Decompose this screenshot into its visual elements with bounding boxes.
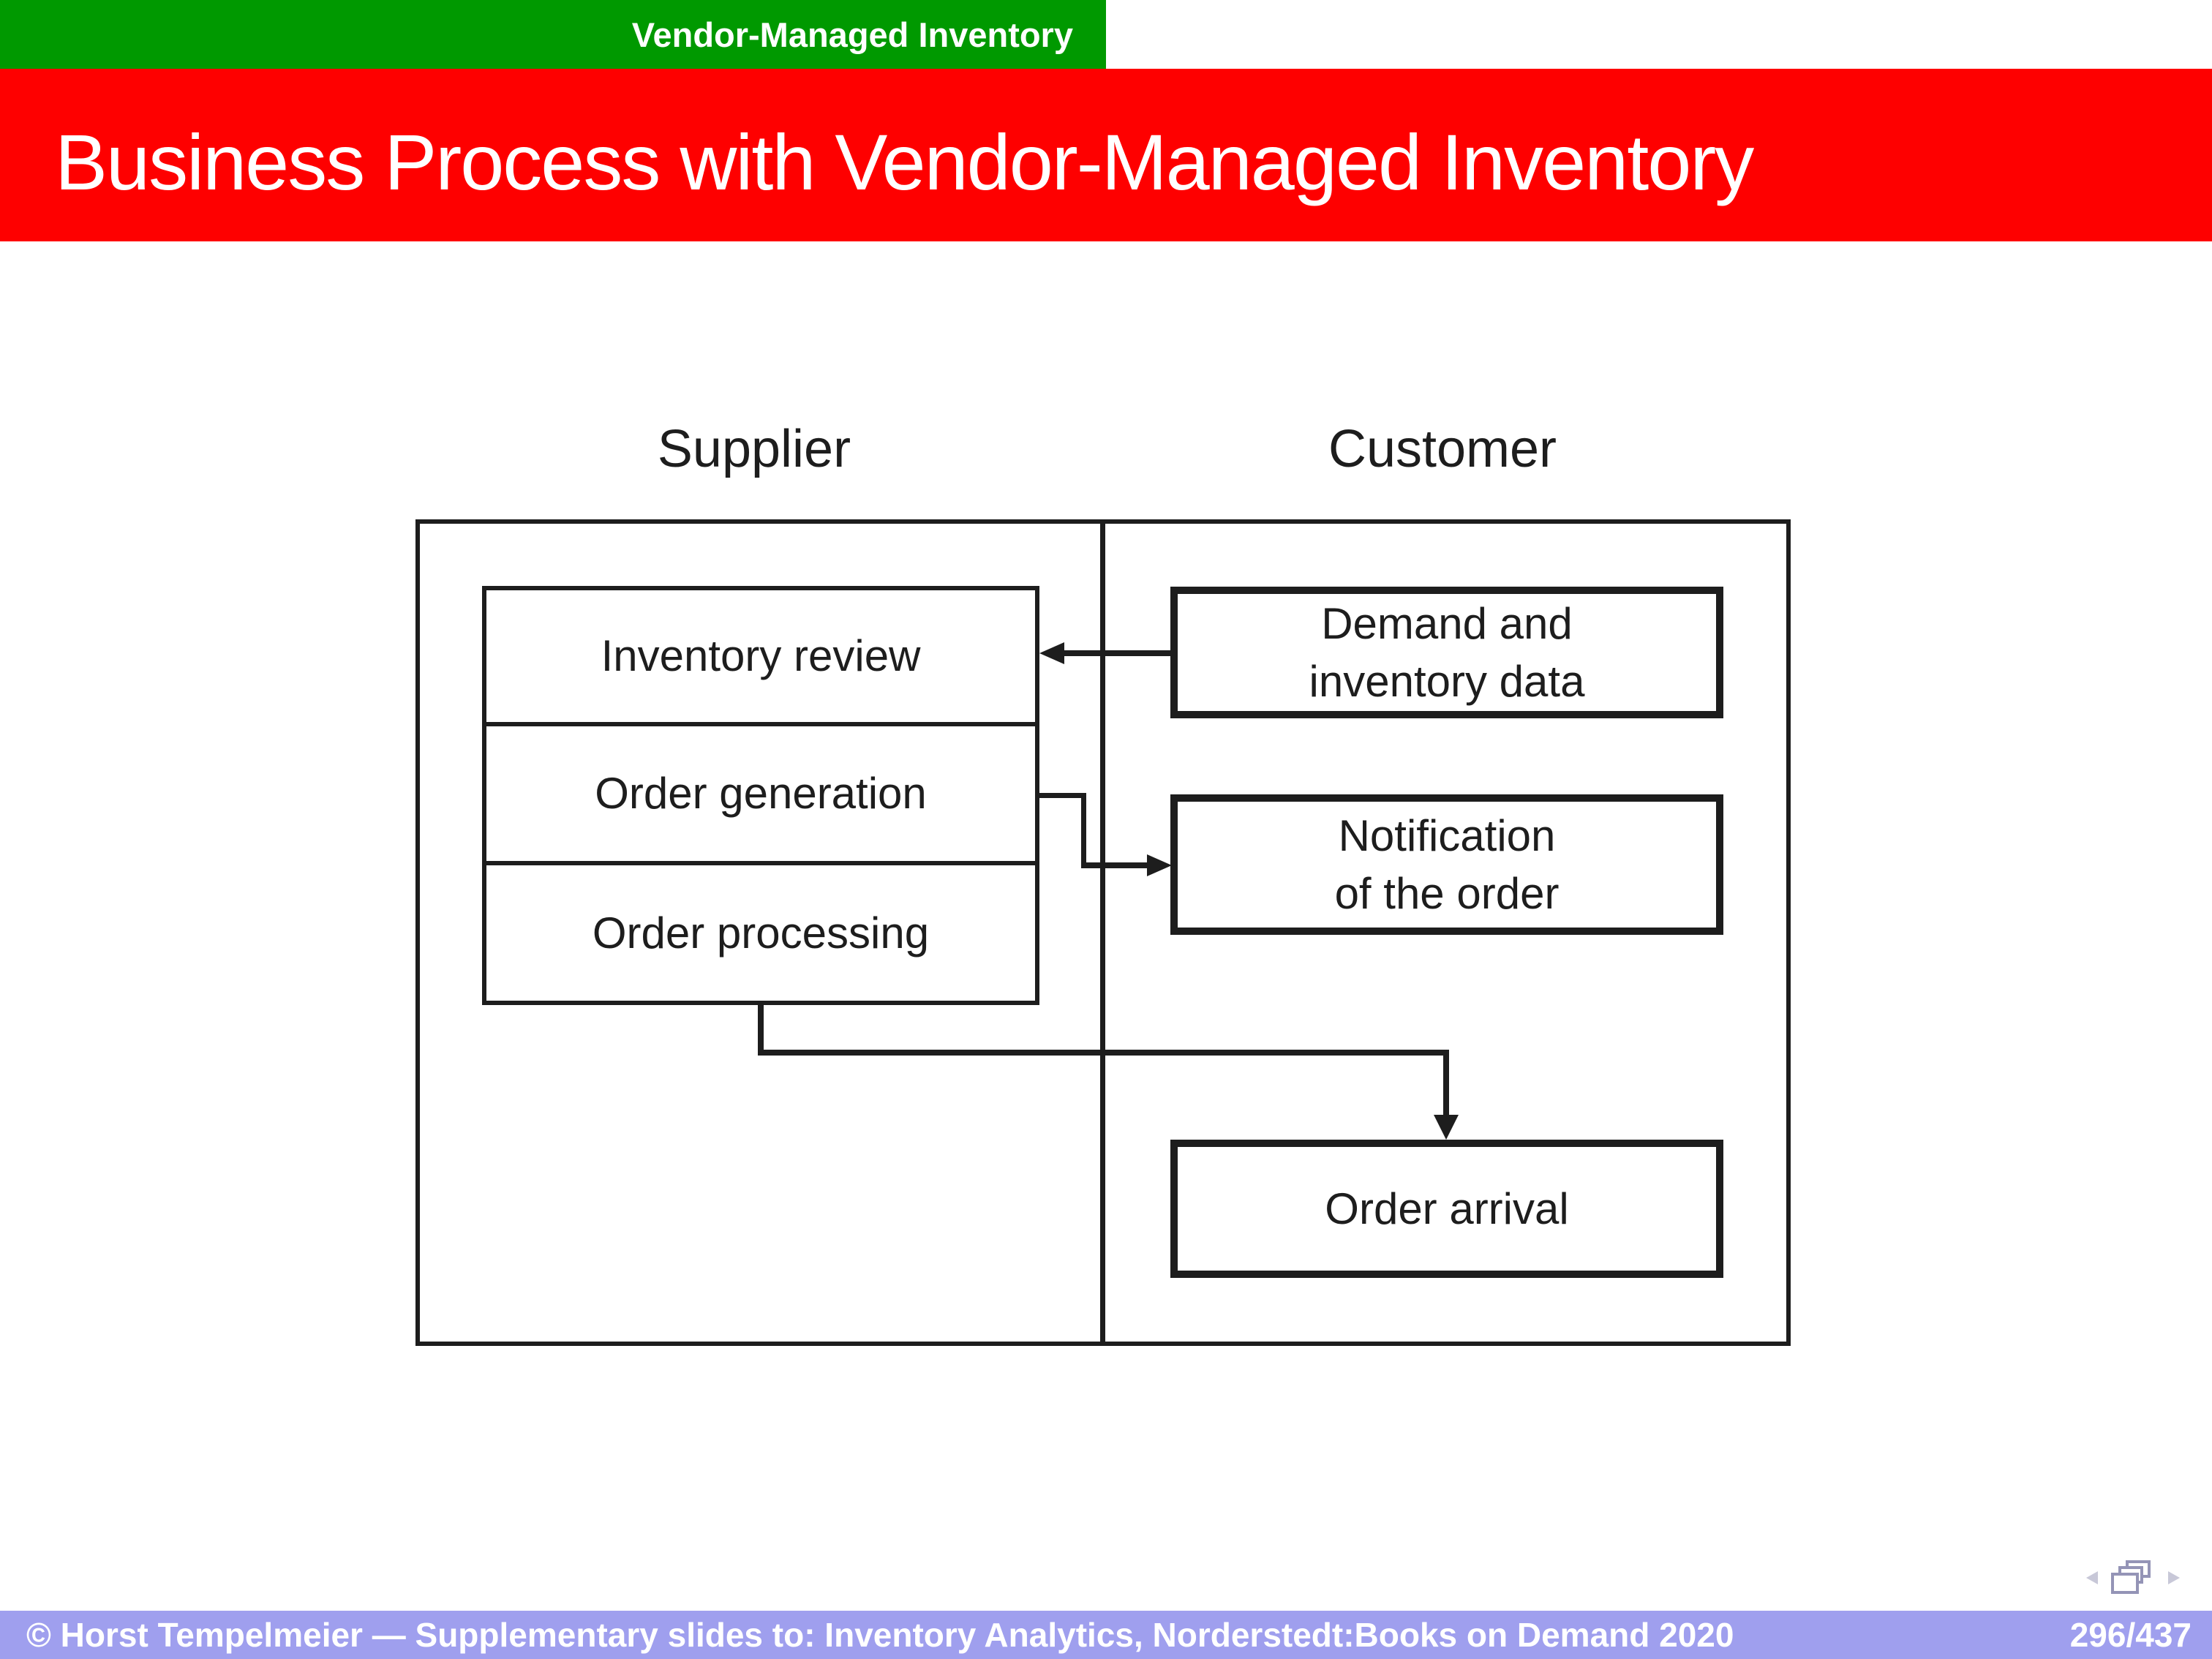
footer-copyright: © Horst Tempelmeier — Supplementary slid…	[26, 1616, 1734, 1654]
arrow-demand-to-inventory-line	[1062, 650, 1170, 656]
box-label: Inventory review	[601, 631, 921, 681]
box-order-arrival: Order arrival	[1170, 1140, 1723, 1278]
box-order-processing: Order processing	[482, 861, 1039, 1005]
nav-previous-icon[interactable]	[2086, 1571, 2098, 1584]
title-bar: Business Process with Vendor-Managed Inv…	[0, 69, 2212, 241]
arrowhead-left-icon	[1039, 642, 1064, 664]
supplier-customer-divider-line	[1100, 519, 1105, 1346]
box-label-line: Demand and	[1321, 598, 1573, 648]
box-label-line: Order arrival	[1325, 1184, 1569, 1233]
section-title: Vendor-Managed Inventory	[631, 15, 1073, 54]
connector-generation-vertical-line	[1081, 793, 1086, 868]
supplier-column-label: Supplier	[657, 420, 851, 478]
box-label-line: of the order	[1334, 869, 1560, 918]
customer-column-label: Customer	[1328, 420, 1557, 478]
footer-page-indicator: 296/437	[2069, 1616, 2192, 1654]
connector-processing-drop-line	[758, 1001, 764, 1053]
frame-front-icon	[2111, 1573, 2139, 1594]
connector-processing-horizontal-line	[758, 1050, 1449, 1056]
connector-to-arrival-vertical-line	[1443, 1050, 1449, 1118]
box-demand-inventory-data: Demand and inventory data	[1170, 587, 1723, 718]
box-label: Order generation	[595, 769, 927, 819]
arrowhead-right-icon	[1147, 854, 1172, 876]
box-label-line: Notification	[1338, 810, 1556, 860]
box-label: Order processing	[592, 908, 930, 958]
box-notification-of-order: Notification of the order	[1170, 794, 1723, 935]
footer-bar: © Horst Tempelmeier — Supplementary slid…	[0, 1611, 2212, 1659]
connector-generation-horizontal-line	[1035, 793, 1086, 798]
slide-title: Business Process with Vendor-Managed Inv…	[55, 117, 1754, 206]
box-label-line: inventory data	[1309, 657, 1585, 706]
box-inventory-review: Inventory review	[482, 586, 1039, 726]
nav-next-icon[interactable]	[2168, 1571, 2180, 1584]
nav-frames-icon[interactable]	[2111, 1560, 2151, 1594]
connector-generation-to-notification-line	[1081, 862, 1150, 868]
box-order-generation: Order generation	[482, 722, 1039, 865]
section-header-bar: Vendor-Managed Inventory	[0, 0, 1106, 69]
arrowhead-down-icon	[1434, 1115, 1459, 1140]
